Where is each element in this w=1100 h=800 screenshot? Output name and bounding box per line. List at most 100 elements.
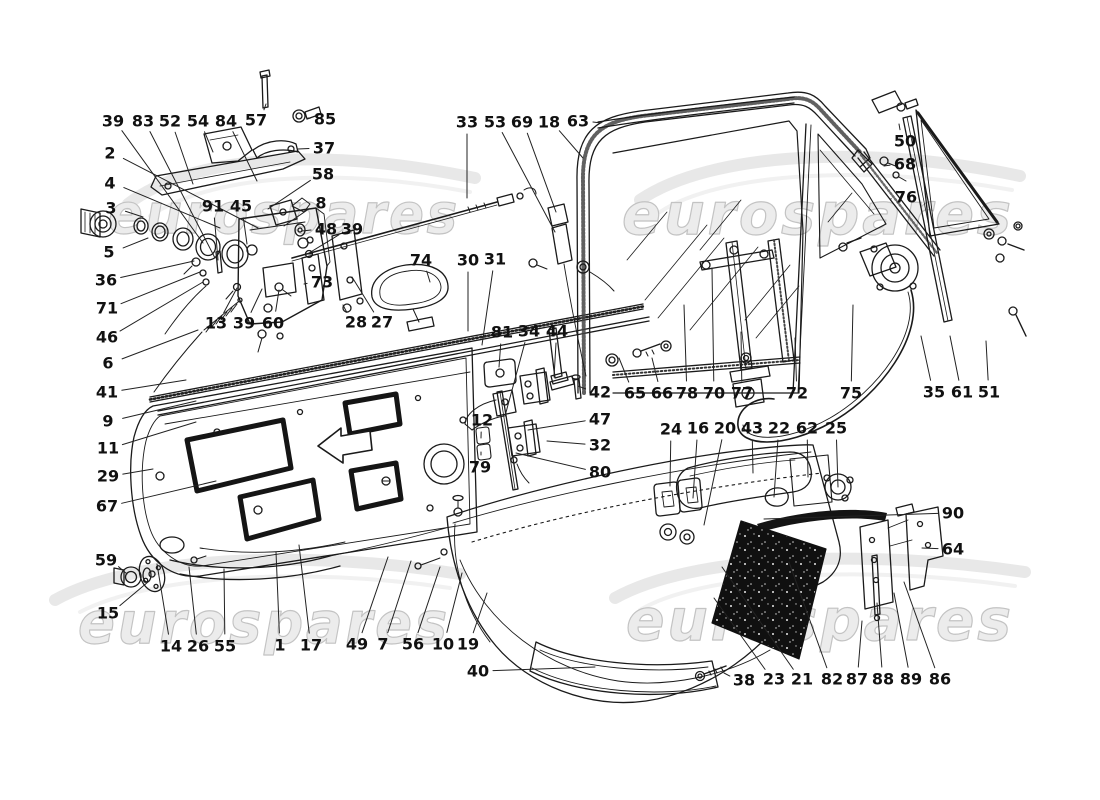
svg-text:46: 46 (96, 328, 118, 347)
svg-text:91: 91 (202, 197, 224, 216)
part-label-32: 32 (546, 436, 611, 455)
svg-text:30: 30 (457, 251, 479, 270)
part-label-27: 27 (351, 276, 393, 332)
svg-text:89: 89 (900, 670, 922, 689)
part-label-23: 23 (713, 597, 785, 689)
part-label-12: 12 (471, 411, 493, 439)
part-label-83: 83 (132, 112, 216, 259)
mounting-bracket (859, 503, 944, 622)
part-label-59: 59 (95, 551, 128, 575)
part-label-7: 7 (377, 560, 412, 654)
part-label-47: 47 (527, 410, 611, 431)
svg-text:36: 36 (95, 271, 117, 290)
svg-text:79: 79 (469, 458, 491, 477)
svg-text:5: 5 (103, 243, 114, 262)
svg-text:52: 52 (159, 112, 181, 131)
part-label-49: 49 (346, 556, 389, 654)
svg-text:39: 39 (102, 112, 124, 131)
svg-text:77: 77 (731, 384, 753, 403)
part-label-8: 8 (283, 194, 327, 227)
svg-text:57: 57 (245, 111, 267, 130)
part-label-70: 70 (703, 267, 725, 403)
part-label-57: 57 (245, 103, 267, 130)
svg-text:38: 38 (733, 671, 755, 690)
part-label-43: 43 (741, 419, 763, 474)
svg-text:49: 49 (346, 635, 368, 654)
svg-text:14: 14 (160, 637, 182, 656)
svg-text:37: 37 (313, 139, 335, 158)
part-label-58: 58 (267, 165, 334, 210)
svg-text:54: 54 (187, 112, 209, 131)
door-trim-panel (414, 444, 887, 704)
svg-text:29: 29 (97, 467, 119, 486)
quarter-window-frame (871, 90, 1027, 337)
svg-text:67: 67 (96, 497, 118, 516)
svg-text:33: 33 (456, 113, 478, 132)
svg-text:60: 60 (262, 314, 284, 333)
svg-text:23: 23 (763, 670, 785, 689)
svg-text:47: 47 (589, 410, 611, 429)
svg-text:41: 41 (96, 383, 118, 402)
part-label-88: 88 (872, 602, 894, 689)
part-label-29: 29 (97, 467, 154, 486)
part-label-5: 5 (103, 237, 149, 262)
svg-text:75: 75 (840, 384, 862, 403)
part-label-77: 77 (731, 331, 753, 403)
exterior-mirror (342, 263, 449, 332)
part-label-39: 39 (308, 220, 363, 254)
part-label-45: 45 (230, 197, 252, 245)
part-label-75: 75 (840, 304, 862, 403)
door-hinges (464, 327, 672, 484)
part-label-16: 16 (687, 419, 709, 499)
svg-text:35: 35 (923, 383, 945, 402)
svg-text:64: 64 (942, 540, 964, 559)
svg-text:90: 90 (942, 504, 964, 523)
part-label-13: 13 (205, 287, 238, 333)
svg-text:18: 18 (538, 113, 560, 132)
watermark-text: eurospares (108, 182, 460, 246)
part-label-28: 28 (342, 304, 367, 332)
svg-text:39: 39 (233, 314, 255, 333)
part-label-35: 35 (920, 335, 945, 402)
svg-text:73: 73 (311, 273, 333, 292)
svg-text:32: 32 (589, 436, 611, 455)
part-label-89: 89 (893, 592, 922, 689)
part-label-63: 63 (567, 112, 602, 131)
svg-text:12: 12 (471, 411, 493, 430)
svg-text:88: 88 (872, 670, 894, 689)
watermark-text: eurospares (626, 586, 1014, 654)
part-label-9: 9 (102, 400, 197, 431)
part-label-39: 39 (233, 288, 263, 333)
svg-text:43: 43 (741, 419, 763, 438)
part-label-65: 65 (618, 357, 646, 403)
window-regulator (699, 237, 919, 443)
part-label-67: 67 (96, 480, 217, 516)
svg-text:62: 62 (796, 419, 818, 438)
part-label-61: 61 (949, 335, 973, 402)
watermark-text: eurospares (78, 589, 450, 657)
svg-text:2: 2 (104, 144, 115, 163)
part-label-69: 69 (511, 113, 557, 213)
part-label-50: 50 (894, 123, 916, 151)
svg-text:87: 87 (846, 670, 868, 689)
svg-text:65: 65 (624, 384, 646, 403)
svg-text:22: 22 (768, 419, 790, 438)
svg-text:19: 19 (457, 635, 479, 654)
watermark-text: eurospares (622, 180, 1014, 248)
svg-text:48: 48 (315, 220, 337, 239)
svg-text:11: 11 (97, 439, 119, 458)
part-label-38: 38 (723, 671, 755, 690)
svg-text:39: 39 (341, 220, 363, 239)
svg-text:70: 70 (703, 384, 725, 403)
svg-text:44: 44 (546, 322, 568, 341)
svg-text:10: 10 (432, 635, 454, 654)
insulation-pad (711, 520, 827, 660)
svg-text:86: 86 (929, 670, 951, 689)
svg-text:26: 26 (187, 637, 209, 656)
part-label-82: 82 (788, 561, 843, 689)
svg-text:21: 21 (791, 670, 813, 689)
part-label-3: 3 (105, 199, 144, 218)
part-label-66: 66 (651, 357, 673, 403)
